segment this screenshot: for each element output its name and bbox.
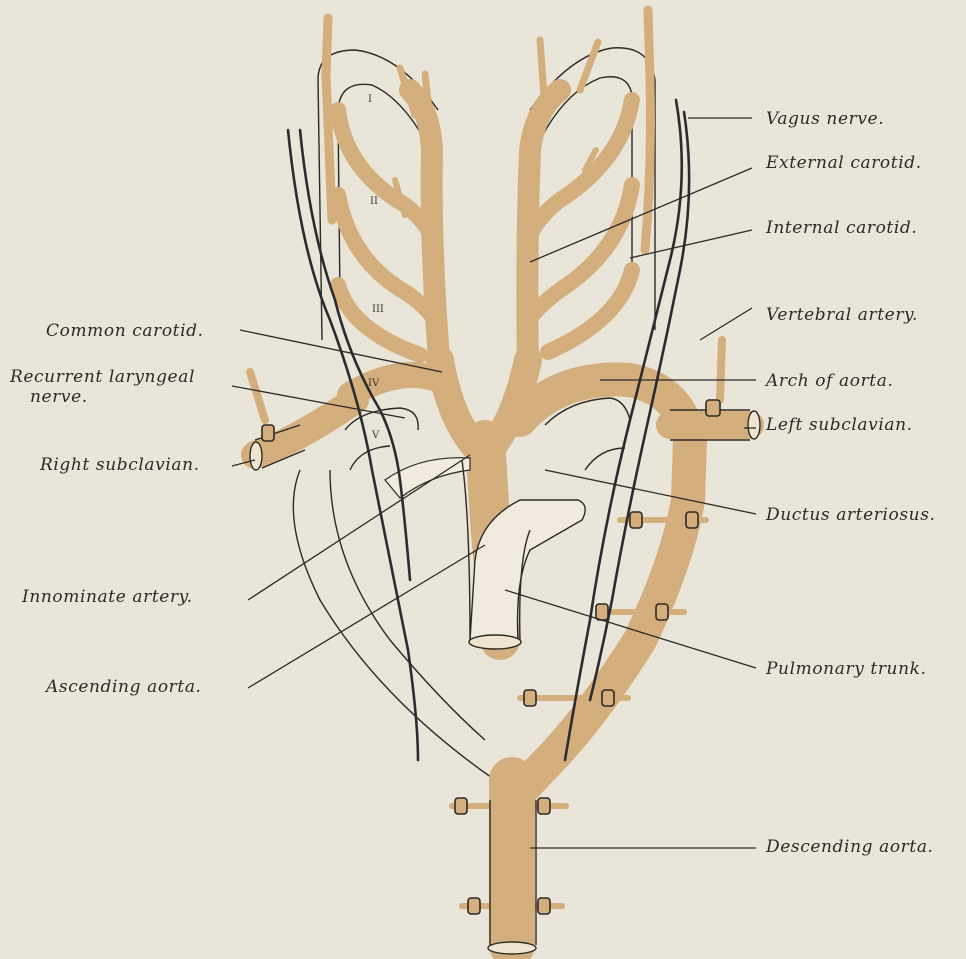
label-vertebral-artery: Vertebral artery.: [766, 305, 918, 325]
label-right-subclavian: Right subclavian.: [39, 455, 200, 475]
label-recurrent-laryngeal-line2: nerve.: [30, 387, 88, 407]
label-arch-of-aorta: Arch of aorta.: [764, 371, 893, 391]
label-recurrent-laryngeal-line1: Recurrent laryngeal: [9, 367, 195, 387]
label-pulmonary-trunk: Pulmonary trunk.: [765, 659, 927, 679]
label-vagus-nerve: Vagus nerve.: [766, 109, 884, 129]
arch-numeral-2: II: [370, 196, 378, 207]
label-descending-aorta: Descending aorta.: [765, 837, 934, 857]
label-ascending-aorta: Ascending aorta.: [44, 677, 202, 697]
label-external-carotid: External carotid.: [765, 153, 922, 173]
label-internal-carotid: Internal carotid.: [765, 218, 917, 238]
label-ductus-arteriosus: Ductus arteriosus.: [765, 505, 936, 525]
arch-numeral-1: I: [368, 94, 372, 105]
arch-numeral-3: III: [372, 304, 384, 315]
label-left-subclavian: Left subclavian.: [765, 415, 913, 435]
label-innominate-artery: Innominate artery.: [21, 587, 193, 607]
arch-numeral-4: IV: [368, 378, 380, 389]
label-common-carotid: Common carotid.: [46, 321, 204, 341]
arch-numeral-5: V: [371, 430, 380, 441]
